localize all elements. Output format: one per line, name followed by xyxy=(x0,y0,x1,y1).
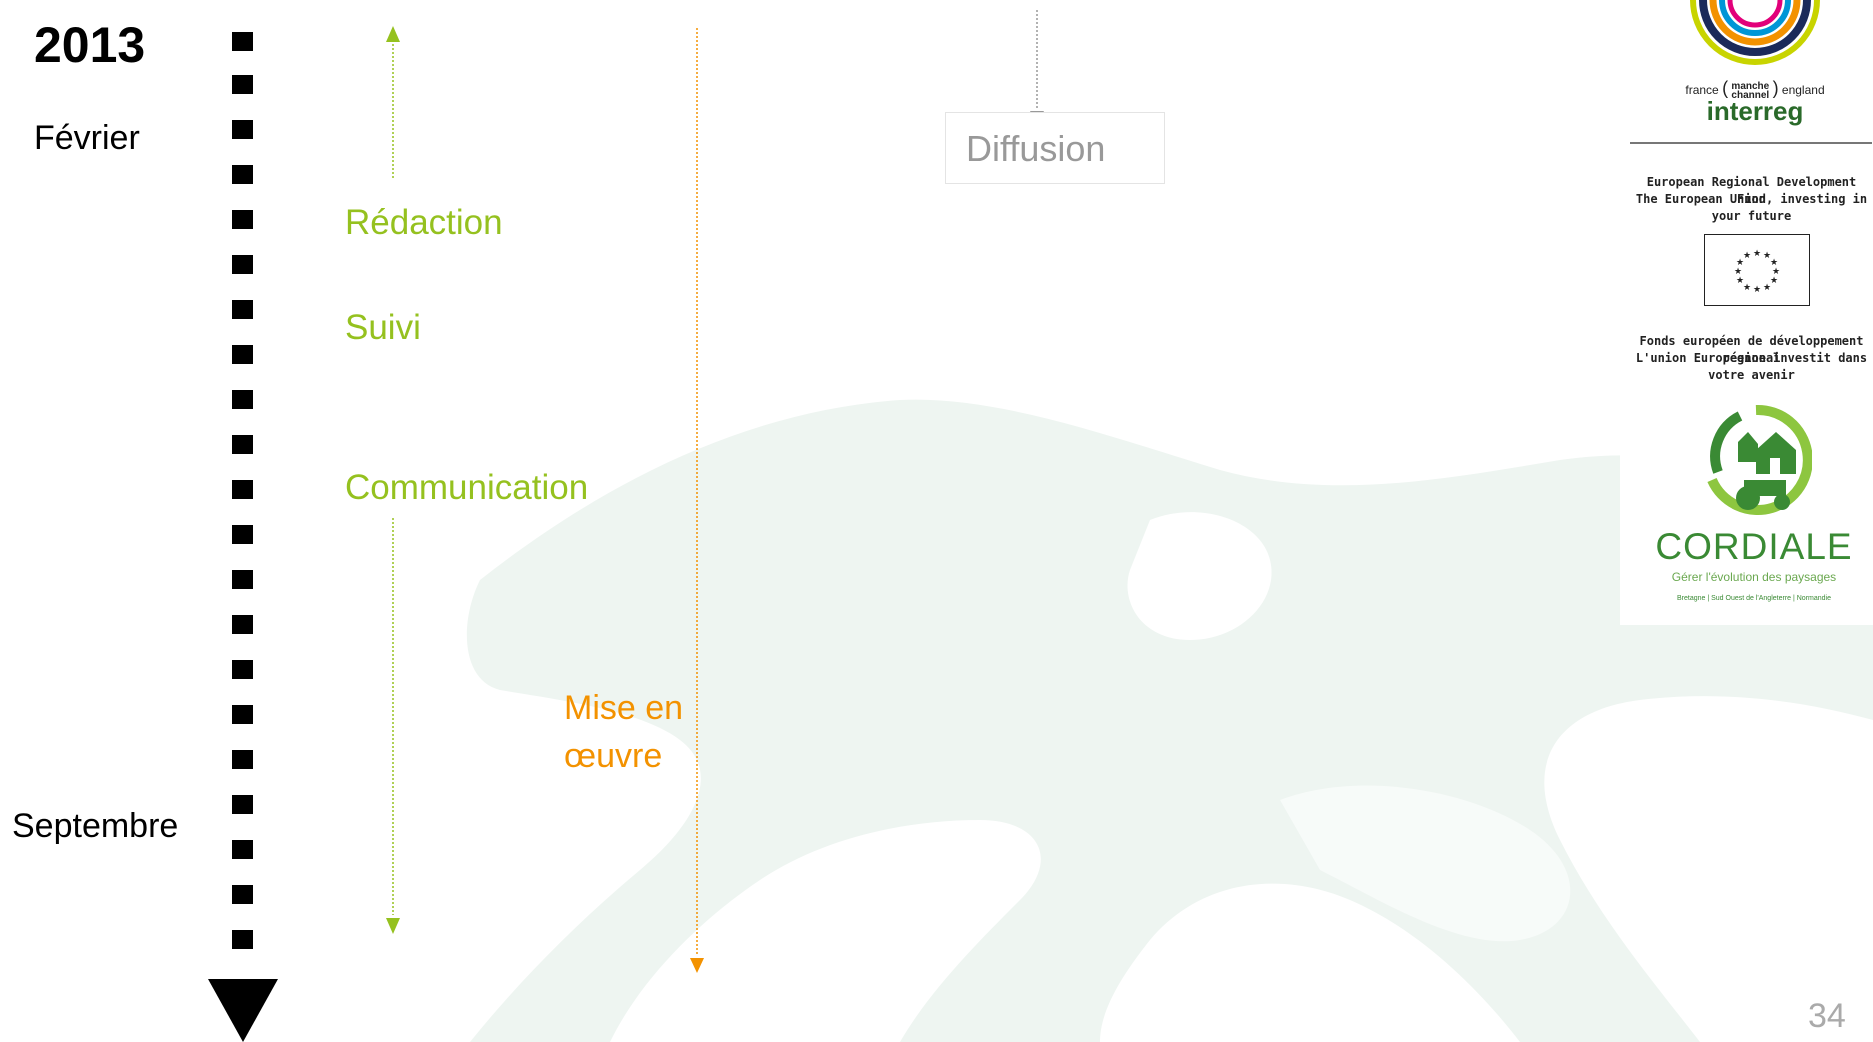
svg-text:★: ★ xyxy=(1770,276,1778,286)
timeline-square xyxy=(232,705,253,724)
svg-text:★: ★ xyxy=(1734,267,1742,277)
cordiale-logo-name: CORDIALE xyxy=(1655,526,1853,567)
phase-redaction: Rédaction xyxy=(345,203,503,242)
timeline-square xyxy=(232,165,253,184)
timeline-square xyxy=(232,615,253,634)
erdf-french-line1: Fonds européen de développement régional xyxy=(1639,334,1864,365)
timeline-square xyxy=(232,930,253,949)
page-number: 34 xyxy=(1808,997,1846,1035)
start-month-label: Février xyxy=(34,119,140,157)
timeline-square xyxy=(232,75,253,94)
interreg-france: france xyxy=(1685,83,1719,97)
interreg-logo-rings xyxy=(1690,0,1820,65)
svg-text:★: ★ xyxy=(1763,283,1771,293)
timeline-square xyxy=(232,210,253,229)
interreg-england: england xyxy=(1781,83,1825,97)
phase-mise-en-oeuvre-line2: œuvre xyxy=(564,737,663,775)
interreg-bracket-left: ( xyxy=(1722,78,1729,98)
erdf-french-line2: L'union Européenne investit dans votre a… xyxy=(1635,351,1868,382)
timeline-square xyxy=(232,32,253,51)
interreg-name: interreg xyxy=(1706,96,1804,126)
timeline-square xyxy=(232,300,253,319)
timeline-square xyxy=(232,840,253,859)
svg-text:★: ★ xyxy=(1743,251,1751,261)
svg-text:★: ★ xyxy=(1736,258,1744,268)
timeline-square xyxy=(232,345,253,364)
interreg-channel: channel xyxy=(1731,89,1770,101)
timeline-square xyxy=(232,255,253,274)
phase-communication: Communication xyxy=(345,468,589,507)
cordiale-regions: Bretagne | Sud Ouest de l'Angleterre | N… xyxy=(1676,595,1831,602)
phase-diffusion: Diffusion xyxy=(966,128,1106,169)
year-label: 2013 xyxy=(34,17,146,73)
interreg-manche: manche xyxy=(1731,80,1770,92)
timeline-square xyxy=(232,885,253,904)
erdf-english-line2: The European Union, investing in your fu… xyxy=(1635,192,1868,223)
phase-mise-en-oeuvre-line1: Mise en xyxy=(564,689,684,727)
timeline-square xyxy=(232,660,253,679)
eu-stars: ★ ★ ★ ★ ★ ★ ★ ★ ★ ★ ★ ★ xyxy=(1734,249,1780,295)
timeline-square xyxy=(232,480,253,499)
erdf-english-line1: European Regional Development Fund xyxy=(1646,175,1857,206)
svg-text:★: ★ xyxy=(1753,285,1761,295)
timeline-square xyxy=(232,750,253,769)
logo-divider xyxy=(1630,142,1872,144)
timeline-square xyxy=(232,795,253,814)
interreg-bracket-right: ) xyxy=(1772,78,1779,98)
end-month-label: Septembre xyxy=(12,807,179,845)
timeline-square xyxy=(232,570,253,589)
timeline-square xyxy=(232,525,253,544)
svg-text:★: ★ xyxy=(1770,258,1778,268)
timeline-square xyxy=(232,120,253,139)
svg-text:★: ★ xyxy=(1772,267,1780,277)
sponsor-logos-panel xyxy=(1620,0,1873,625)
cordiale-emblem-icon xyxy=(1707,404,1812,515)
diffusion-box: Diffusion xyxy=(945,112,1165,184)
phase-suivi: Suivi xyxy=(345,308,421,347)
svg-text:★: ★ xyxy=(1753,249,1761,259)
svg-text:★: ★ xyxy=(1743,283,1751,293)
cordiale-tagline: Gérer l'évolution des paysages xyxy=(1671,570,1837,584)
timeline-square xyxy=(232,390,253,409)
svg-text:★: ★ xyxy=(1763,251,1771,261)
timeline-square xyxy=(232,435,253,454)
timeline-arrow-head xyxy=(208,979,278,1042)
svg-text:★: ★ xyxy=(1736,276,1744,286)
eu-flag-icon: ★ ★ ★ ★ ★ ★ ★ ★ ★ ★ ★ ★ xyxy=(1704,234,1810,306)
